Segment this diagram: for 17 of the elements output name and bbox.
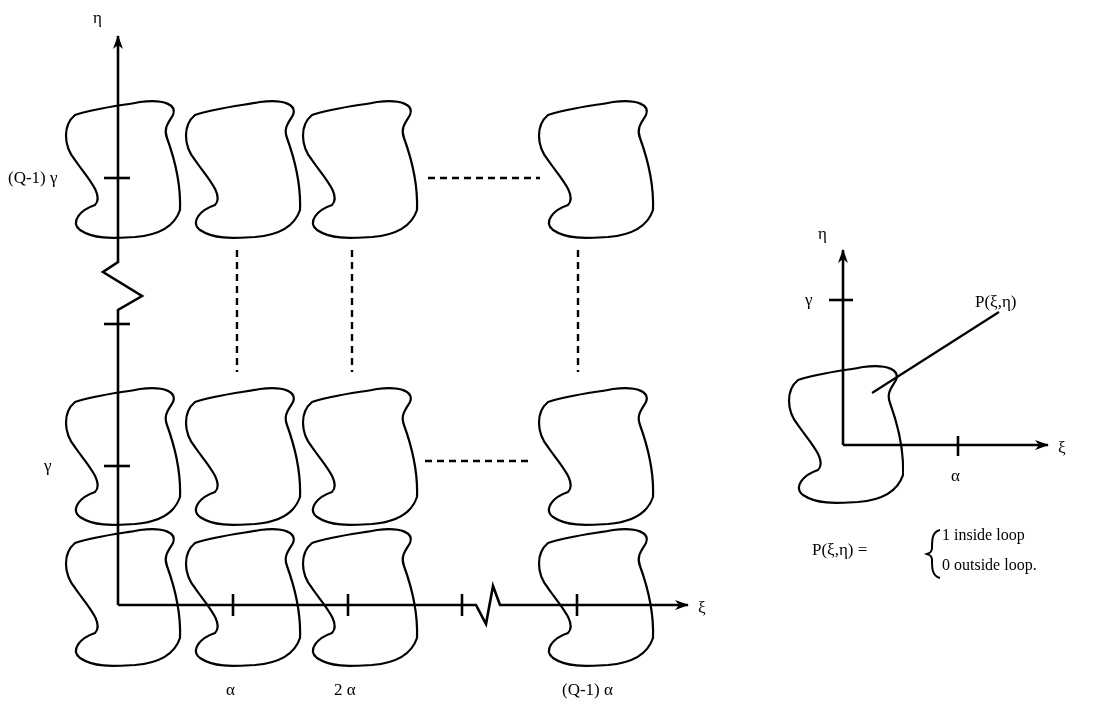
equation-text: 0 outside loop. [942, 555, 1037, 575]
equation-text: 1 inside loop [942, 525, 1025, 545]
tick-label: γ [805, 290, 813, 310]
axis-label: ξ [1058, 438, 1066, 458]
axis-label: η [93, 8, 102, 28]
tick-label: α [226, 680, 235, 700]
tick-label: γ [44, 456, 52, 476]
leader-line [871, 311, 1000, 394]
closed-loop [786, 363, 904, 504]
tick-label: α [951, 466, 960, 486]
tick-label: 2 α [334, 680, 356, 700]
formula-label: P(ξ,η) [975, 292, 1017, 312]
axis-label: η [818, 224, 827, 244]
equation-text: P(ξ,η) = [812, 540, 868, 560]
axis-label: ξ [698, 598, 706, 618]
tick-label: (Q-1) α [562, 680, 613, 700]
tick-label: (Q-1) γ [8, 168, 58, 188]
